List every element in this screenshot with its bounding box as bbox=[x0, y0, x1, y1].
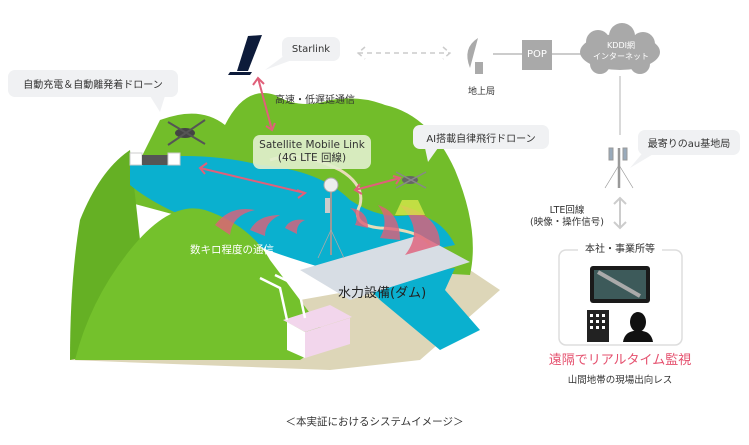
lte-double-arrow bbox=[613, 196, 627, 230]
range-label: 数キロ程度の通信 bbox=[190, 244, 274, 256]
auto-drone-label: 自動充電＆自動離発着ドローン bbox=[8, 70, 178, 97]
lte-label: LTE回線 (映像・操作信号) bbox=[522, 205, 612, 229]
ai-drone-icon bbox=[395, 171, 427, 215]
starlink-dish-icon bbox=[228, 35, 262, 75]
river bbox=[360, 268, 480, 350]
lte-label-line1: LTE回線 bbox=[549, 205, 585, 216]
high-speed-label: 高速・低遅延通信 bbox=[275, 95, 355, 106]
starlink-label: Starlink bbox=[282, 37, 340, 61]
dam-wall bbox=[300, 235, 470, 300]
pop-label: POP bbox=[527, 49, 547, 60]
base-station-label: 最寄りのau基地局 bbox=[638, 130, 740, 155]
satellite-mobile-link-label: Satellite Mobile Link (4G LTE 回線) bbox=[253, 135, 371, 169]
sml-line1: Satellite Mobile Link bbox=[259, 139, 365, 151]
power-house-wall bbox=[287, 322, 305, 358]
sml-line2: (4G LTE 回線) bbox=[277, 152, 347, 164]
cloud-label-line2: インターネット bbox=[593, 52, 649, 61]
power-house-roof bbox=[283, 305, 352, 332]
caption: ＜本実証におけるシステムイメージ＞ bbox=[285, 416, 464, 428]
satellite-link-tower-icon bbox=[317, 177, 345, 259]
person-icon bbox=[623, 312, 653, 342]
auto-charging-drone-icon bbox=[129, 119, 206, 166]
dam-label: 水力設備(ダム) bbox=[338, 286, 427, 301]
lte-label-line2: (映像・操作信号) bbox=[530, 217, 604, 228]
office-building-icon bbox=[587, 310, 609, 342]
lake bbox=[130, 156, 455, 270]
cloud-label: KDDI網 インターネット bbox=[585, 40, 657, 62]
cloud-icon bbox=[580, 23, 660, 74]
cloud-label-line1: KDDI網 bbox=[607, 41, 635, 50]
ground-station-label: 地上局 bbox=[468, 87, 496, 97]
ground-station-icon bbox=[467, 38, 483, 74]
pop-box bbox=[522, 40, 552, 70]
ai-drone-label: AI搭載自律飛行ドローン bbox=[413, 125, 549, 149]
no-site-visit-label: 山間地帯の現場出向レス bbox=[567, 375, 673, 386]
signal-waves-icon bbox=[215, 205, 440, 255]
link-arrows bbox=[198, 76, 402, 199]
monitor-icon bbox=[590, 266, 650, 303]
base-station-tower-icon bbox=[604, 147, 634, 189]
dashed-arrow bbox=[356, 46, 452, 60]
remote-monitoring-label: 遠隔でリアルタイム監視 bbox=[548, 353, 692, 368]
office-title: 本社・事業所等 bbox=[585, 244, 655, 255]
mountain-front bbox=[75, 208, 330, 360]
